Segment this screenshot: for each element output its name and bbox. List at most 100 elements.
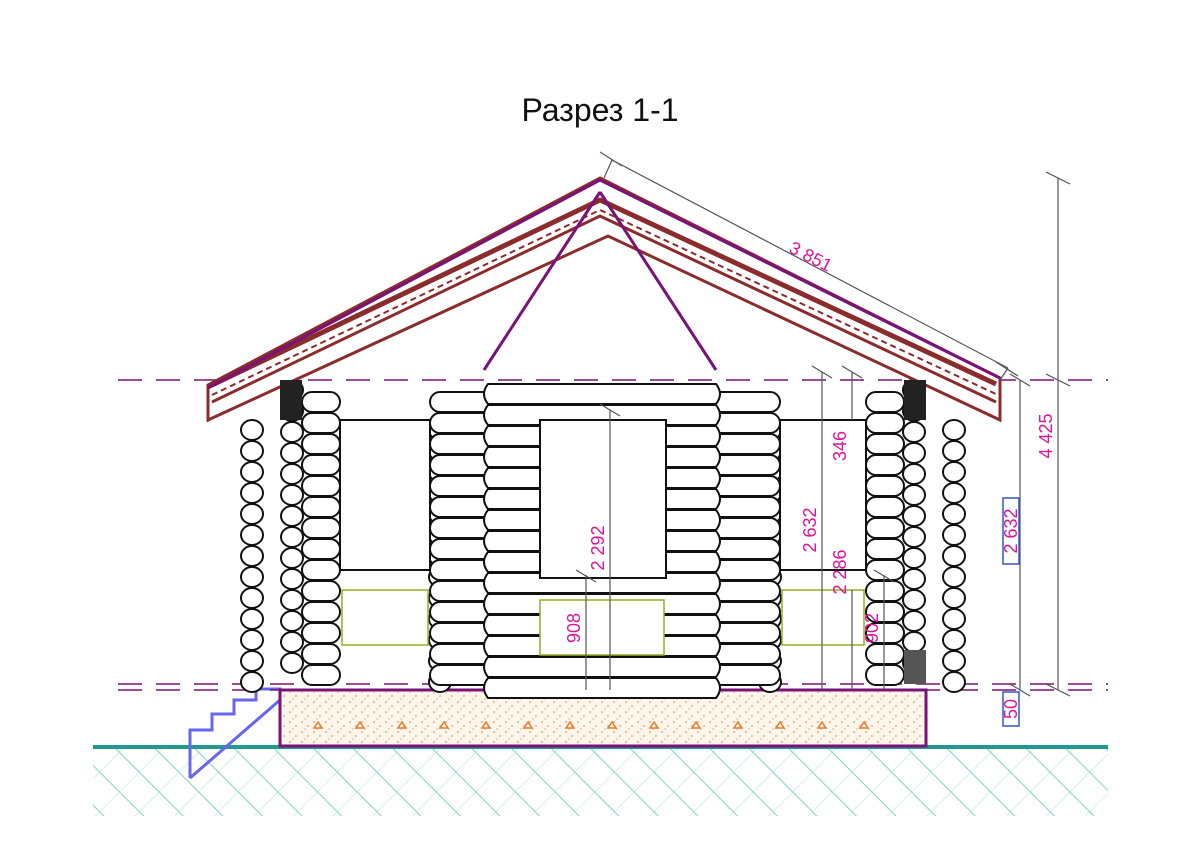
log <box>865 475 905 497</box>
window-right <box>779 419 867 571</box>
log <box>942 419 966 441</box>
log <box>301 622 341 644</box>
log <box>301 601 341 623</box>
dim-wall-height: 2 632 <box>800 507 820 552</box>
log <box>280 652 304 674</box>
log <box>942 587 966 609</box>
log <box>280 421 304 443</box>
log <box>942 671 966 693</box>
log <box>942 440 966 462</box>
log <box>483 656 721 678</box>
log <box>240 419 264 441</box>
log <box>240 440 264 462</box>
log <box>902 631 926 653</box>
openings <box>339 419 867 656</box>
log <box>301 538 341 560</box>
log <box>942 524 966 546</box>
log <box>301 643 341 665</box>
log <box>280 589 304 611</box>
log <box>902 442 926 464</box>
log <box>240 650 264 672</box>
aggregate-mark <box>816 720 828 729</box>
log <box>902 526 926 548</box>
dim-wall-height-boxed: 2 632 <box>1001 508 1021 553</box>
aggregate-mark <box>522 720 534 729</box>
log <box>280 484 304 506</box>
log <box>280 463 304 485</box>
log <box>902 547 926 569</box>
log <box>280 442 304 464</box>
dim-plinth: 50 <box>1001 699 1021 719</box>
log <box>942 503 966 525</box>
log <box>240 608 264 630</box>
log <box>942 482 966 504</box>
log <box>902 610 926 632</box>
log <box>240 461 264 483</box>
aggregate-mark <box>312 720 324 729</box>
log <box>865 664 905 686</box>
ground <box>93 745 1108 816</box>
log <box>301 559 341 581</box>
drawing-title: Разрез 1-1 <box>521 92 678 128</box>
log <box>240 629 264 651</box>
log <box>280 631 304 653</box>
log <box>280 547 304 569</box>
aggregate-mark <box>648 720 660 729</box>
log <box>240 566 264 588</box>
log <box>865 433 905 455</box>
aggregate-mark <box>690 720 702 729</box>
log <box>240 587 264 609</box>
dim-roof-slope: 3 851 <box>786 238 835 276</box>
log <box>902 568 926 590</box>
log <box>902 421 926 443</box>
log <box>483 677 721 699</box>
log <box>301 496 341 518</box>
wall-posts <box>280 380 926 684</box>
roof <box>206 176 1002 423</box>
log <box>865 391 905 413</box>
aggregate-mark <box>438 720 450 729</box>
log <box>865 538 905 560</box>
aggregate-mark <box>480 720 492 729</box>
log <box>301 580 341 602</box>
window-left <box>339 419 431 571</box>
dim-window-height: 2 286 <box>830 549 850 594</box>
dim-sill-left: 908 <box>564 613 584 643</box>
dim-sill-right: 902 <box>862 613 882 643</box>
foundation-slab <box>278 688 928 748</box>
aggregate-mark <box>774 720 786 729</box>
aggregate-mark <box>606 720 618 729</box>
log <box>483 383 721 405</box>
aggregate-mark <box>732 720 744 729</box>
log <box>240 671 264 693</box>
log <box>942 461 966 483</box>
dim-total-height: 4 425 <box>1036 413 1056 458</box>
log <box>902 463 926 485</box>
log <box>280 526 304 548</box>
aggregate-mark <box>858 720 870 729</box>
log <box>280 610 304 632</box>
log <box>865 580 905 602</box>
log <box>865 454 905 476</box>
log <box>902 589 926 611</box>
door-opening <box>539 419 667 579</box>
log <box>902 484 926 506</box>
log <box>301 664 341 686</box>
aggregate-mark <box>564 720 576 729</box>
log <box>240 503 264 525</box>
log <box>280 505 304 527</box>
log <box>865 496 905 518</box>
log <box>942 608 966 630</box>
log <box>240 524 264 546</box>
log <box>942 566 966 588</box>
log <box>301 517 341 539</box>
log <box>942 650 966 672</box>
log <box>942 545 966 567</box>
log <box>301 391 341 413</box>
log <box>240 482 264 504</box>
dimension-ticks <box>575 151 1071 697</box>
log <box>865 643 905 665</box>
boxed-dimensions: 2 632 50 <box>1001 497 1021 727</box>
log <box>301 412 341 434</box>
